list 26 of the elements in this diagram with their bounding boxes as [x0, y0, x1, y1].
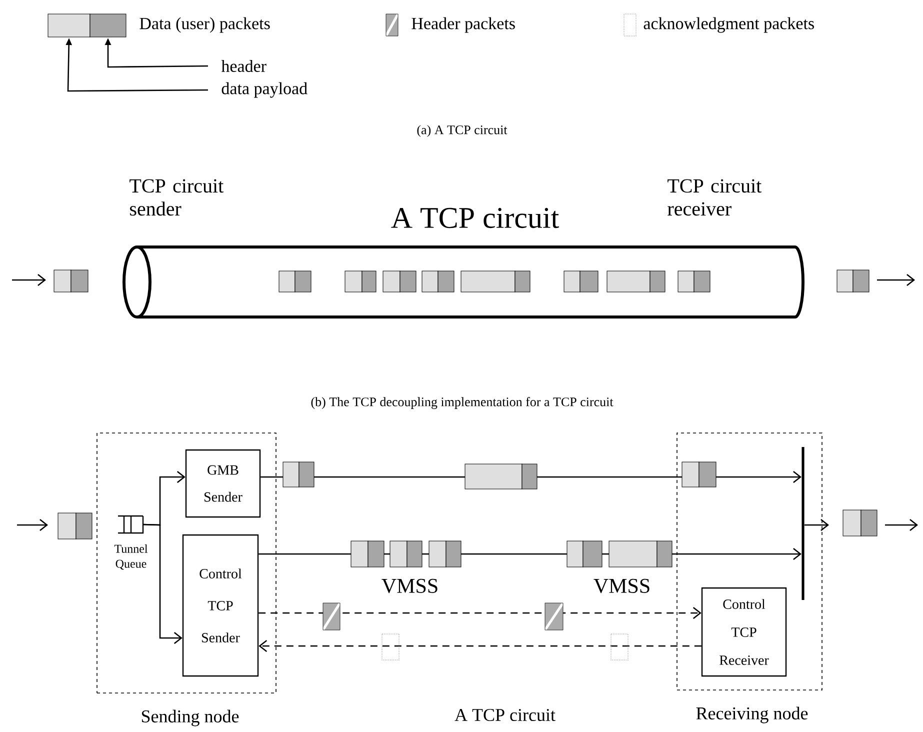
packet-payload-swatch: [48, 14, 90, 38]
legend-label: Data (user) packets: [140, 17, 270, 33]
leader-label: data payload: [222, 82, 308, 98]
endpoint-label: TCP circuit receiver: [668, 179, 762, 216]
arrow: [258, 607, 702, 620]
node-label: Receiving node: [696, 706, 808, 724]
queue-label: Tunnel Queue: [114, 544, 148, 570]
merge-bar: [802, 447, 804, 600]
receiver-box: Control TCP Receiver: [701, 587, 787, 677]
caption: (b) The TCP decoupling implementation for a TCP circuit: [311, 397, 614, 409]
leader-label: header: [221, 60, 266, 72]
circuit-label: A TCP circuit: [454, 708, 556, 722]
node-label: Sending node: [142, 710, 239, 726]
sender-box: GMB Sender: [185, 449, 261, 518]
pipe-title: A TCP circuit: [391, 208, 559, 228]
sender-box: Control TCP Sender: [182, 534, 259, 677]
arrow: [804, 519, 830, 532]
stream-label: VMSS: [382, 578, 438, 594]
arrow: [143, 524, 182, 644]
caption: (a) A TCP circuit: [417, 125, 508, 137]
legend-label: acknowledgment packets: [644, 17, 814, 33]
packet-header-swatch: [90, 14, 126, 38]
legend-label: Header packets: [412, 17, 515, 33]
stream-label: VMSS: [594, 578, 650, 594]
endpoint-label: TCP circuit sender: [130, 179, 224, 216]
arrow: [258, 640, 702, 652]
